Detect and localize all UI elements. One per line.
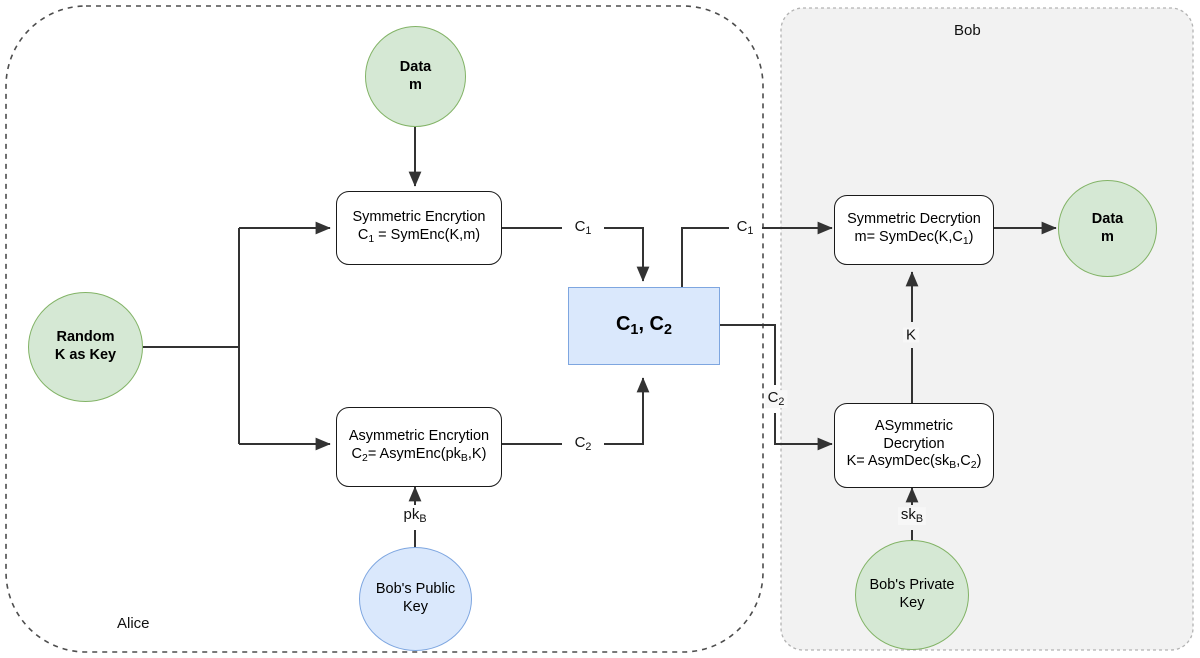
- random-key-line2: K as Key: [54, 347, 117, 363]
- asymdec-line2: Decrytion: [883, 435, 945, 452]
- node-data-input: Data m: [365, 26, 466, 127]
- node-asymmetric-decryption: ASymmetric Decrytion K= AsymDec(skB,C2): [834, 403, 994, 488]
- asymdec-line3: K= AsymDec(skB,C2): [846, 453, 982, 472]
- alice-container: [5, 5, 764, 653]
- node-bobs-public-key: Bob's Public Key: [359, 547, 472, 651]
- edge-label-c1-alice: C1: [571, 219, 595, 237]
- asymdec-line1: ASymmetric: [874, 417, 954, 434]
- ciphertext-pair-text: C1, C2: [615, 313, 673, 339]
- node-data-output: Data m: [1058, 180, 1157, 277]
- symdec-line1: Symmetric Decrytion: [847, 211, 981, 228]
- edge-asymenc-to-cipher: [604, 377, 650, 445]
- edge-c2-to-asymdec: [774, 413, 833, 451]
- pubkey-line2: Key: [403, 599, 428, 615]
- edge-symenc-to-cipher: [604, 227, 650, 282]
- edge-label-c2-alice: C2: [571, 435, 595, 453]
- random-key-line1: Random: [56, 329, 115, 346]
- node-random-key: Random K as Key: [28, 292, 143, 402]
- edge-label-k: K: [902, 327, 920, 343]
- edge-label-c1-bob: C1: [733, 219, 757, 237]
- alice-container-label: Alice: [117, 615, 150, 632]
- node-symmetric-encryption: Symmetric Encrytion C1 = SymEnc(K,m): [336, 191, 502, 265]
- symenc-line2: C1 = SymEnc(K,m): [357, 227, 481, 245]
- edge-label-pk-b: pkB: [400, 507, 430, 525]
- data-input-line2: m: [409, 76, 422, 93]
- asymenc-line2: C2= AsymEnc(pkB,K): [351, 446, 487, 464]
- pubkey-line1: Bob's Public: [375, 581, 456, 598]
- edge-label-c2-bob: C2: [764, 390, 788, 408]
- node-symmetric-decryption: Symmetric Decrytion m= SymDec(K,C1): [834, 195, 994, 265]
- edge-cipher-c1-out: [681, 227, 729, 287]
- bob-container: [780, 7, 1194, 651]
- node-ciphertext-pair: C1, C2: [568, 287, 720, 365]
- data-output-line2: m: [1101, 228, 1114, 245]
- asymenc-line1: Asymmetric Encrytion: [348, 428, 490, 445]
- data-input-line1: Data: [399, 58, 432, 75]
- node-asymmetric-encryption: Asymmetric Encrytion C2= AsymEnc(pkB,K): [336, 407, 502, 487]
- edges-group: [143, 127, 1057, 552]
- bob-container-label: Bob: [954, 22, 981, 39]
- symenc-line1: Symmetric Encrytion: [352, 209, 486, 226]
- privkey-line2: Key: [899, 595, 925, 611]
- symdec-line2: m= SymDec(K,C1): [854, 229, 974, 247]
- edge-label-sk-b: skB: [897, 507, 927, 525]
- privkey-line1: Bob's Private: [869, 577, 955, 594]
- node-bobs-private-key: Bob's Private Key: [855, 540, 969, 650]
- edge-cipher-c2-out: [720, 324, 776, 385]
- data-output-line1: Data: [1091, 210, 1124, 227]
